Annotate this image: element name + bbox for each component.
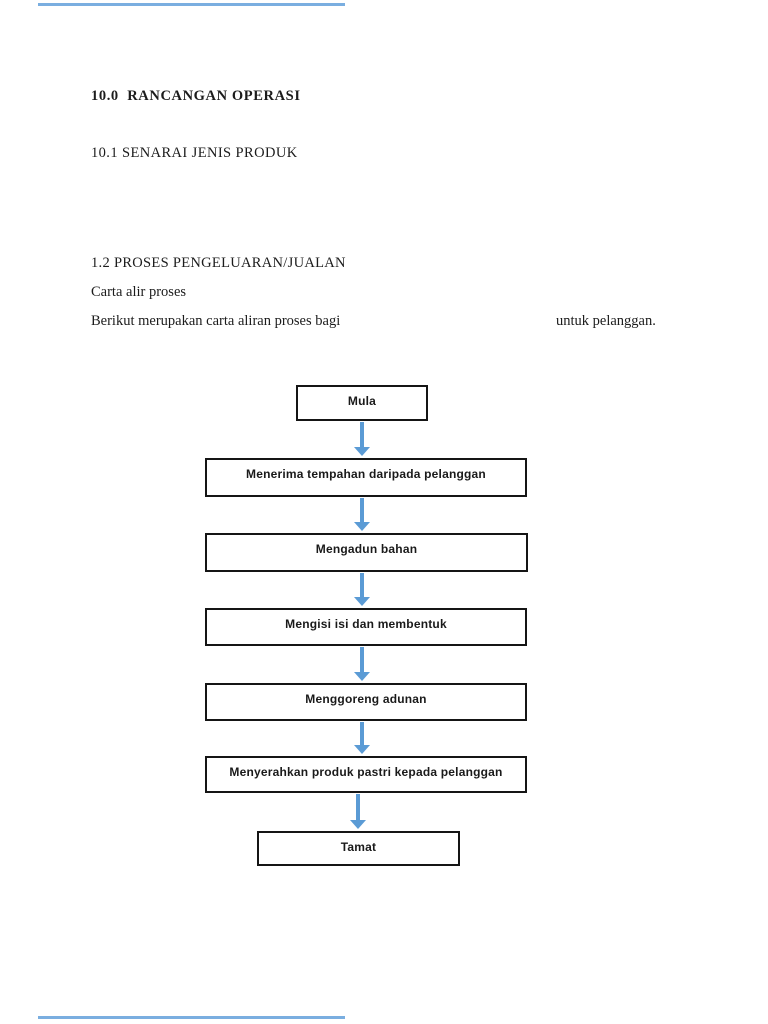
intro-text-right: untuk pelanggan. <box>556 313 656 329</box>
flowchart-node-menerima-tempahan: Menerima tempahan daripada pelanggan <box>205 458 527 497</box>
down-arrow-icon <box>354 422 370 456</box>
page-edge-line-bottom <box>38 1016 345 1019</box>
flowchart-node-menggoreng-adunan: Menggoreng adunan <box>205 683 527 721</box>
page-edge-line-top <box>38 3 345 6</box>
down-arrow-icon <box>354 573 370 606</box>
down-arrow-icon <box>354 498 370 531</box>
subsection-heading-proses: 1.2 PROSES PENGELUARAN/JUALAN <box>91 255 346 271</box>
subsection-heading-produk: 10.1 SENARAI JENIS PRODUK <box>91 145 298 161</box>
flowchart-node-menyerahkan-produk: Menyerahkan produk pastri kepada pelangg… <box>205 756 527 793</box>
flowchart-node-mula: Mula <box>296 385 428 421</box>
down-arrow-icon <box>350 794 366 829</box>
flowchart-node-mengisi-membentuk: Mengisi isi dan membentuk <box>205 608 527 646</box>
flowchart-caption: Carta alir proses <box>91 284 187 300</box>
intro-text-left: Berikut merupakan carta aliran proses ba… <box>91 313 341 329</box>
section-heading: 10.0 RANCANGAN OPERASI <box>91 88 301 104</box>
down-arrow-icon <box>354 647 370 681</box>
flowchart-node-mengadun-bahan: Mengadun bahan <box>205 533 528 572</box>
flowchart-node-tamat: Tamat <box>257 831 460 866</box>
down-arrow-icon <box>354 722 370 754</box>
